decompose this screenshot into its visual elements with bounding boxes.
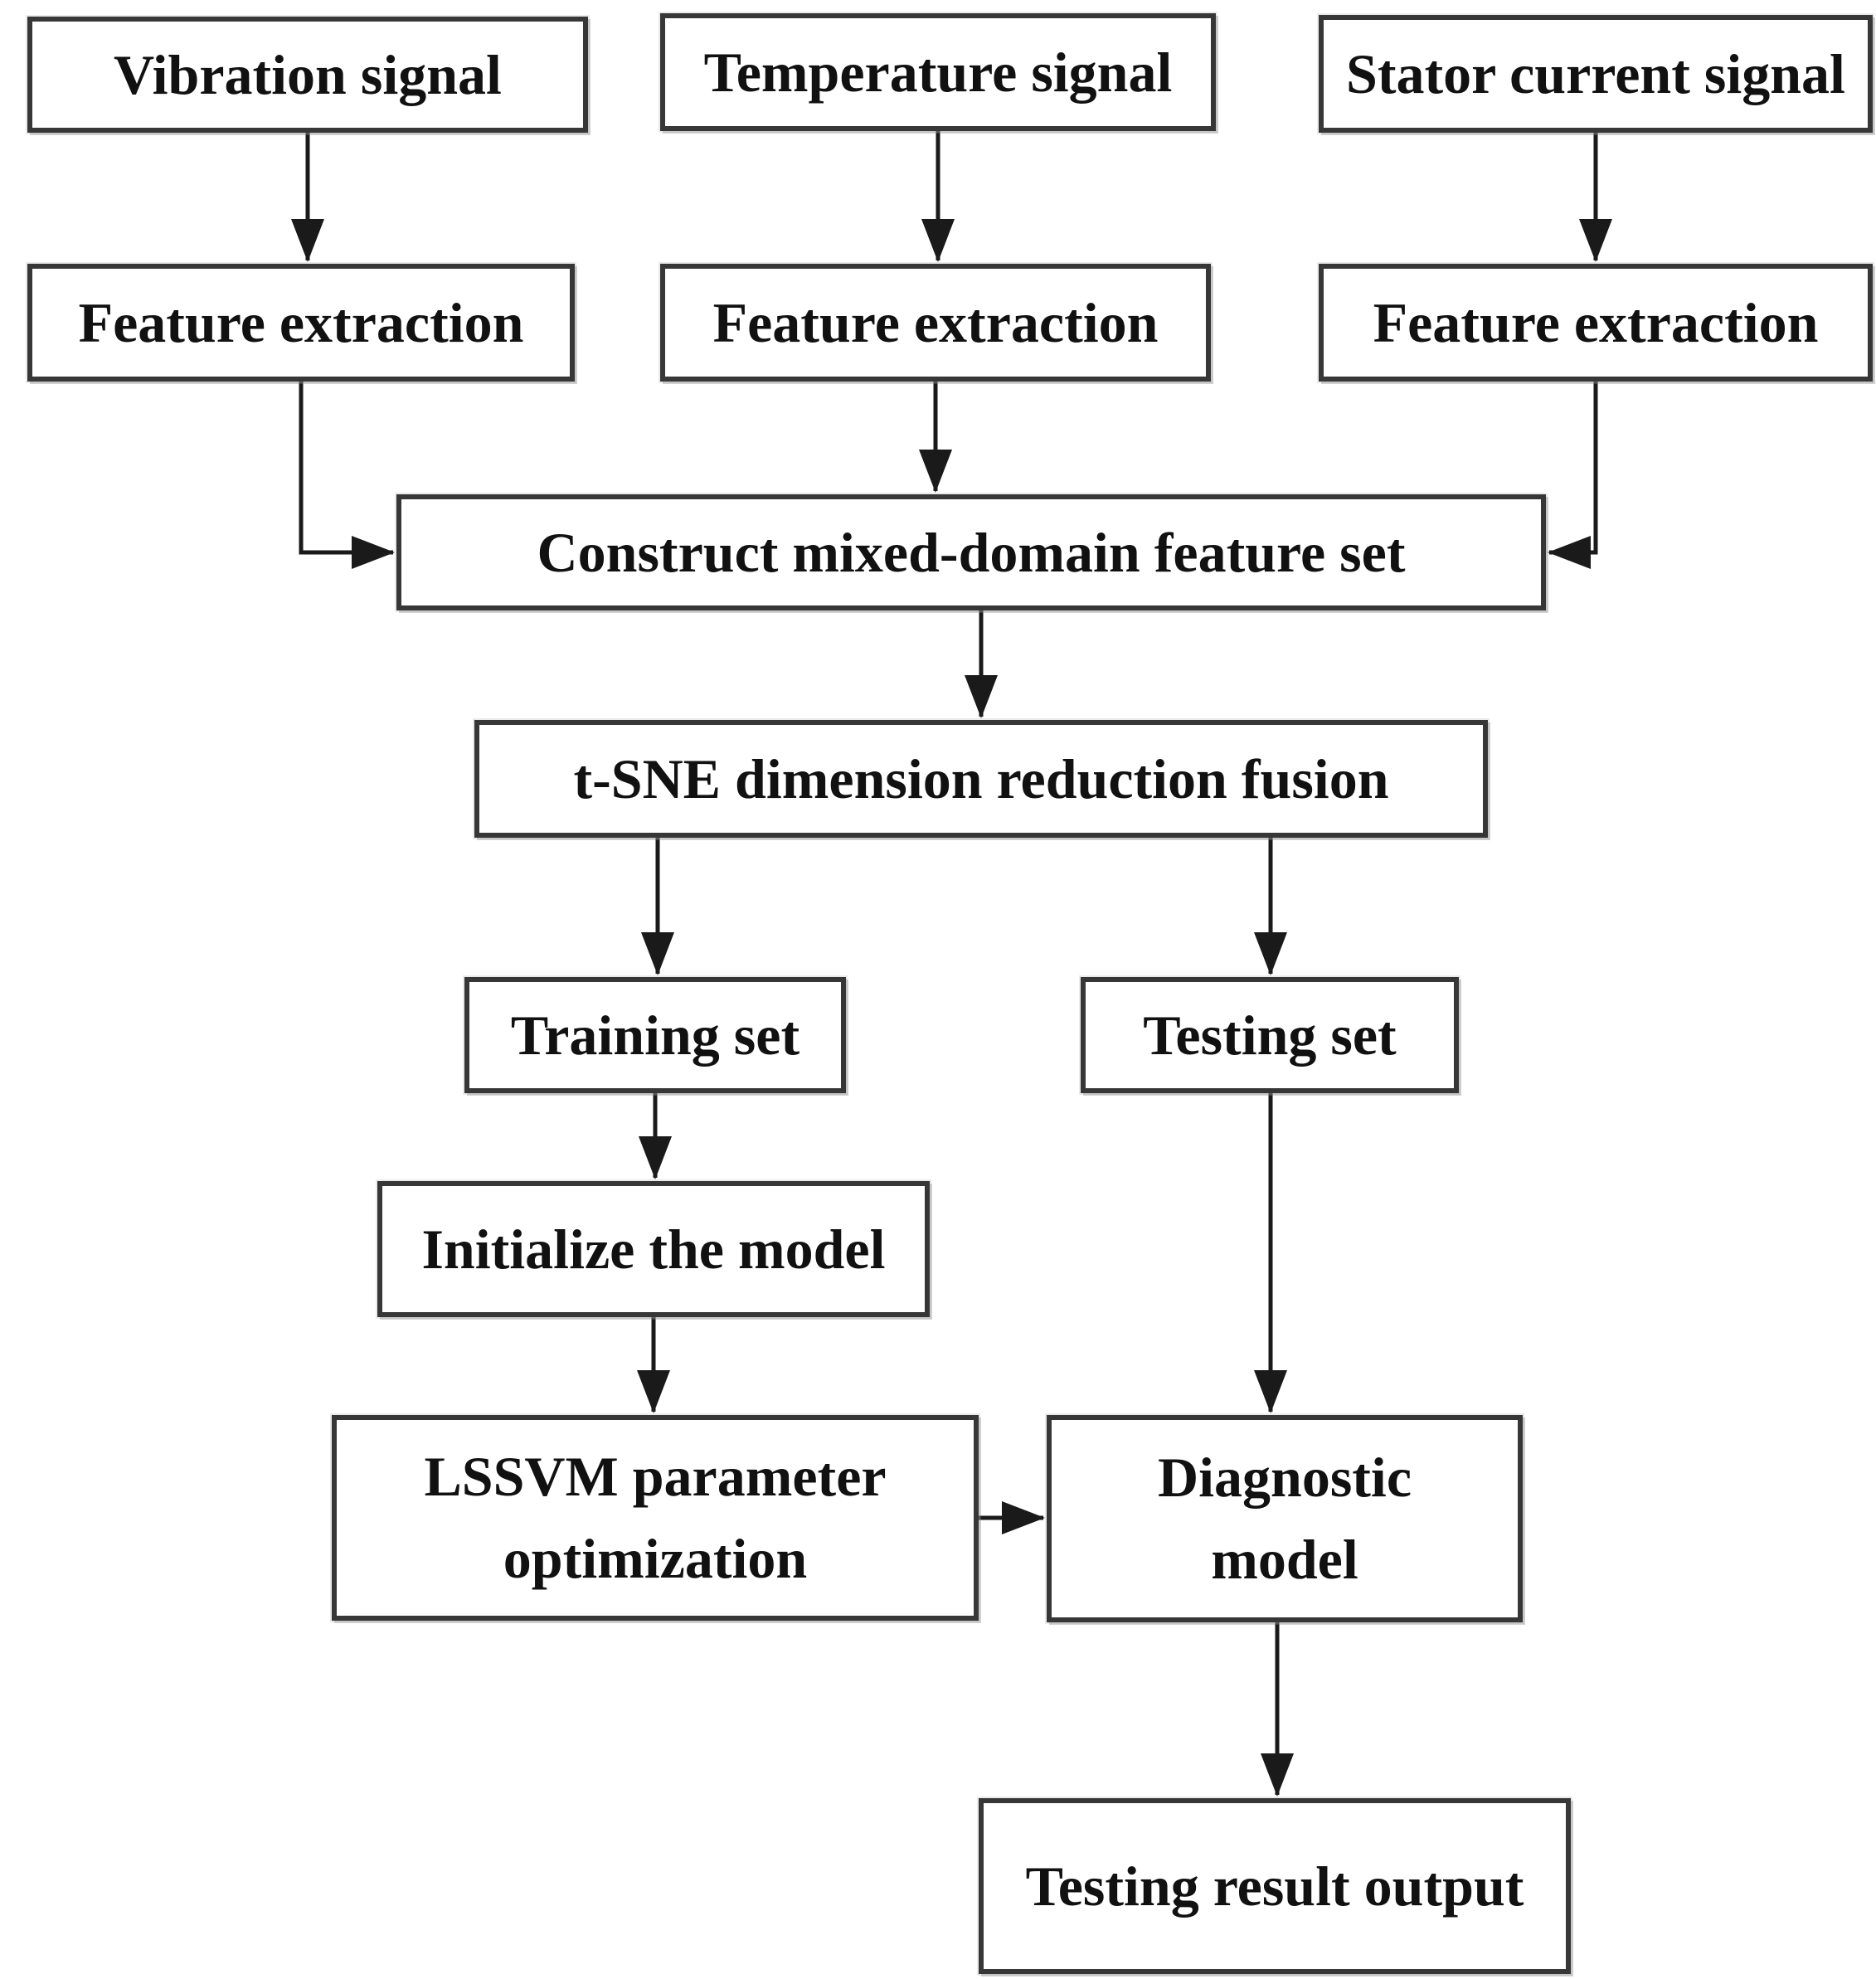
- initialize-the-model-box-label: Initialize the model: [421, 1217, 886, 1281]
- lssvm-parameter-optimization-box: LSSVM parameter optimization: [332, 1415, 979, 1621]
- feature-extraction-vibration-box: Feature extraction: [27, 264, 575, 382]
- feature1-to-construct-arrow: [299, 382, 395, 569]
- training-set-box-label: Training set: [510, 1003, 800, 1067]
- testing-set-box-label: Testing set: [1143, 1003, 1397, 1067]
- testing-result-output-box-label: Testing result output: [1025, 1854, 1524, 1918]
- construct-mixed-domain-feature-set-box: Construct mixed-domain feature set: [396, 494, 1546, 610]
- stator-current-signal-box-label: Stator current signal: [1346, 41, 1845, 105]
- testing-result-output-box: Testing result output: [979, 1798, 1571, 1974]
- initialize-the-model-box: Initialize the model: [377, 1181, 930, 1317]
- diagnostic-model-box-label: Diagnostic model: [1158, 1446, 1412, 1591]
- feature-extraction-vibration-box-label: Feature extraction: [78, 290, 524, 354]
- training-set-box: Training set: [464, 977, 846, 1093]
- temperature-signal-box-label: Temperature signal: [703, 40, 1173, 104]
- diagnostic-model-box: Diagnostic model: [1047, 1415, 1523, 1622]
- stator-current-signal-box: Stator current signal: [1319, 15, 1873, 133]
- feature3-to-construct-arrow: [1548, 382, 1598, 569]
- tsne-dimension-reduction-fusion-box: t-SNE dimension reduction fusion: [474, 720, 1488, 838]
- temperature-signal-box: Temperature signal: [660, 13, 1216, 131]
- vibration-signal-box-label: Vibration signal: [114, 42, 502, 106]
- testing-set-box: Testing set: [1081, 977, 1459, 1093]
- lssvm-parameter-optimization-box-label: LSSVM parameter optimization: [424, 1445, 887, 1590]
- construct-mixed-domain-feature-set-box-label: Construct mixed-domain feature set: [537, 520, 1406, 584]
- feature-extraction-temperature-box: Feature extraction: [660, 264, 1211, 382]
- feature-extraction-stator-box-label: Feature extraction: [1373, 290, 1819, 354]
- feature-extraction-stator-box: Feature extraction: [1319, 264, 1873, 382]
- feature-extraction-temperature-box-label: Feature extraction: [712, 290, 1159, 354]
- vibration-signal-box: Vibration signal: [27, 17, 588, 133]
- tsne-dimension-reduction-fusion-box-label: t-SNE dimension reduction fusion: [573, 746, 1389, 810]
